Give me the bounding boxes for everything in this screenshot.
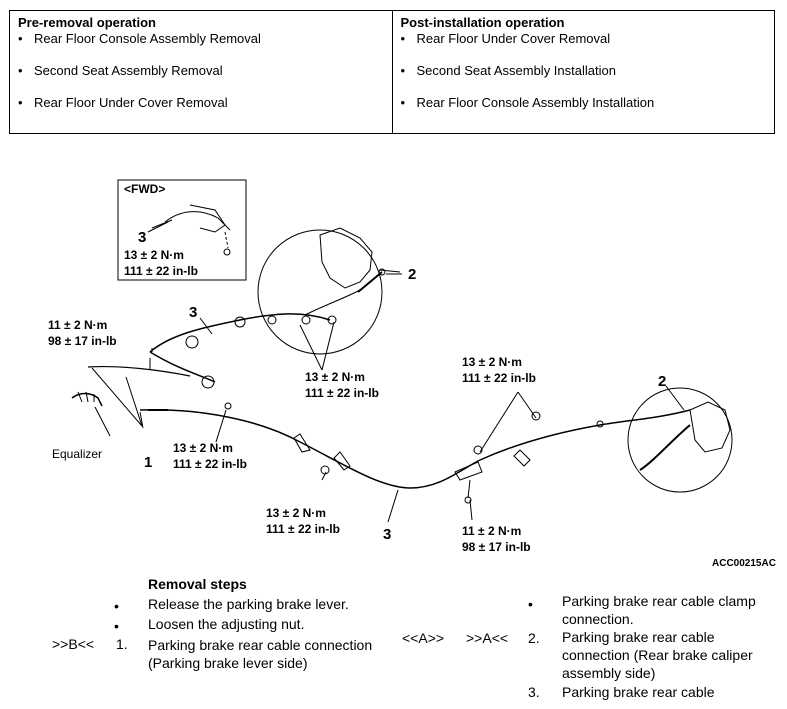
parking-brake-cable-diagram: <FWD> 3 3 3 2 2 1 13 ± 2 N·m 111 ± 22 in… [48, 179, 776, 569]
torque-label: 13 ± 2 N·m [124, 248, 184, 262]
step-number: 1. [116, 636, 128, 652]
callout-2: 2 [408, 266, 416, 283]
torque-label: 111 ± 22 in-lb [124, 264, 198, 278]
step-text: Parking brake rear cable connection (Rea… [562, 629, 753, 681]
step-marker: >>B<< [52, 636, 95, 652]
step-bullet: • [114, 598, 119, 614]
bullet: • [18, 31, 23, 46]
callout-2: 2 [658, 373, 666, 390]
torque-label: 111 ± 22 in-lb [462, 371, 536, 385]
list-item: •Second Seat Assembly Removal [18, 63, 223, 78]
operations-table: Pre-removal operation •Rear Floor Consol… [9, 10, 775, 134]
list-item: •Rear Floor Under Cover Removal [400, 31, 611, 46]
pre-removal-title: Pre-removal operation [18, 15, 156, 30]
bullet: • [18, 95, 23, 110]
list-item: •Rear Floor Console Assembly Removal [18, 31, 261, 46]
list-item: •Rear Floor Console Assembly Installatio… [400, 95, 655, 110]
torque-label: 13 ± 2 N·m [462, 355, 522, 369]
step-marker: <<A>> [402, 630, 445, 646]
bullet: • [400, 95, 406, 110]
torque-label: 98 ± 17 in-lb [462, 540, 531, 554]
right-wheel-detail-circle [627, 387, 733, 493]
bullet: • [400, 31, 406, 46]
callout-1: 1 [144, 454, 152, 471]
list-item: •Second Seat Assembly Installation [400, 63, 616, 78]
equalizer-label: Equalizer [52, 447, 102, 461]
fwd-label: <FWD> [124, 182, 165, 196]
torque-label: 13 ± 2 N·m [266, 506, 326, 520]
step-bullet: • [114, 618, 119, 634]
list-item: •Rear Floor Under Cover Removal [18, 95, 228, 110]
post-installation-title: Post-installation operation [400, 15, 565, 30]
bullet: • [400, 63, 406, 78]
step-text: Release the parking brake lever. [148, 596, 349, 612]
step-text: Parking brake rear cable clamp connectio… [562, 593, 756, 627]
torque-label: 13 ± 2 N·m [305, 370, 365, 384]
callout-3: 3 [138, 229, 146, 246]
left-wheel-detail-circle [257, 229, 383, 355]
step-marker: >>A<< [466, 630, 509, 646]
removal-steps-heading: Removal steps [148, 576, 247, 592]
torque-label: 11 ± 2 N·m [48, 318, 107, 332]
torque-label: 111 ± 22 in-lb [266, 522, 340, 536]
step-text: Parking brake rear cable connection (Par… [148, 637, 373, 671]
removal-steps: Removal steps • Release the parking brak… [0, 574, 787, 709]
bullet: • [18, 63, 23, 78]
step-number: 2. [528, 630, 540, 646]
figure-reference-code: ACC00215AC [712, 558, 776, 569]
pre-removal-column: Pre-removal operation •Rear Floor Consol… [10, 11, 392, 133]
step-text: Parking brake rear cable [562, 684, 715, 700]
post-installation-column: Post-installation operation •Rear Floor … [391, 11, 775, 133]
torque-label: 111 ± 22 in-lb [305, 386, 379, 400]
fwd-inset-box [117, 179, 247, 281]
torque-label: 98 ± 17 in-lb [48, 334, 117, 348]
step-number: 3. [528, 684, 540, 700]
step-text: Loosen the adjusting nut. [148, 616, 305, 632]
torque-label: 13 ± 2 N·m [173, 441, 233, 455]
callout-3: 3 [383, 526, 391, 543]
step-bullet: • [528, 596, 533, 612]
torque-label: 111 ± 22 in-lb [173, 457, 247, 471]
torque-label: 11 ± 2 N·m [462, 524, 521, 538]
callout-3: 3 [189, 304, 197, 321]
